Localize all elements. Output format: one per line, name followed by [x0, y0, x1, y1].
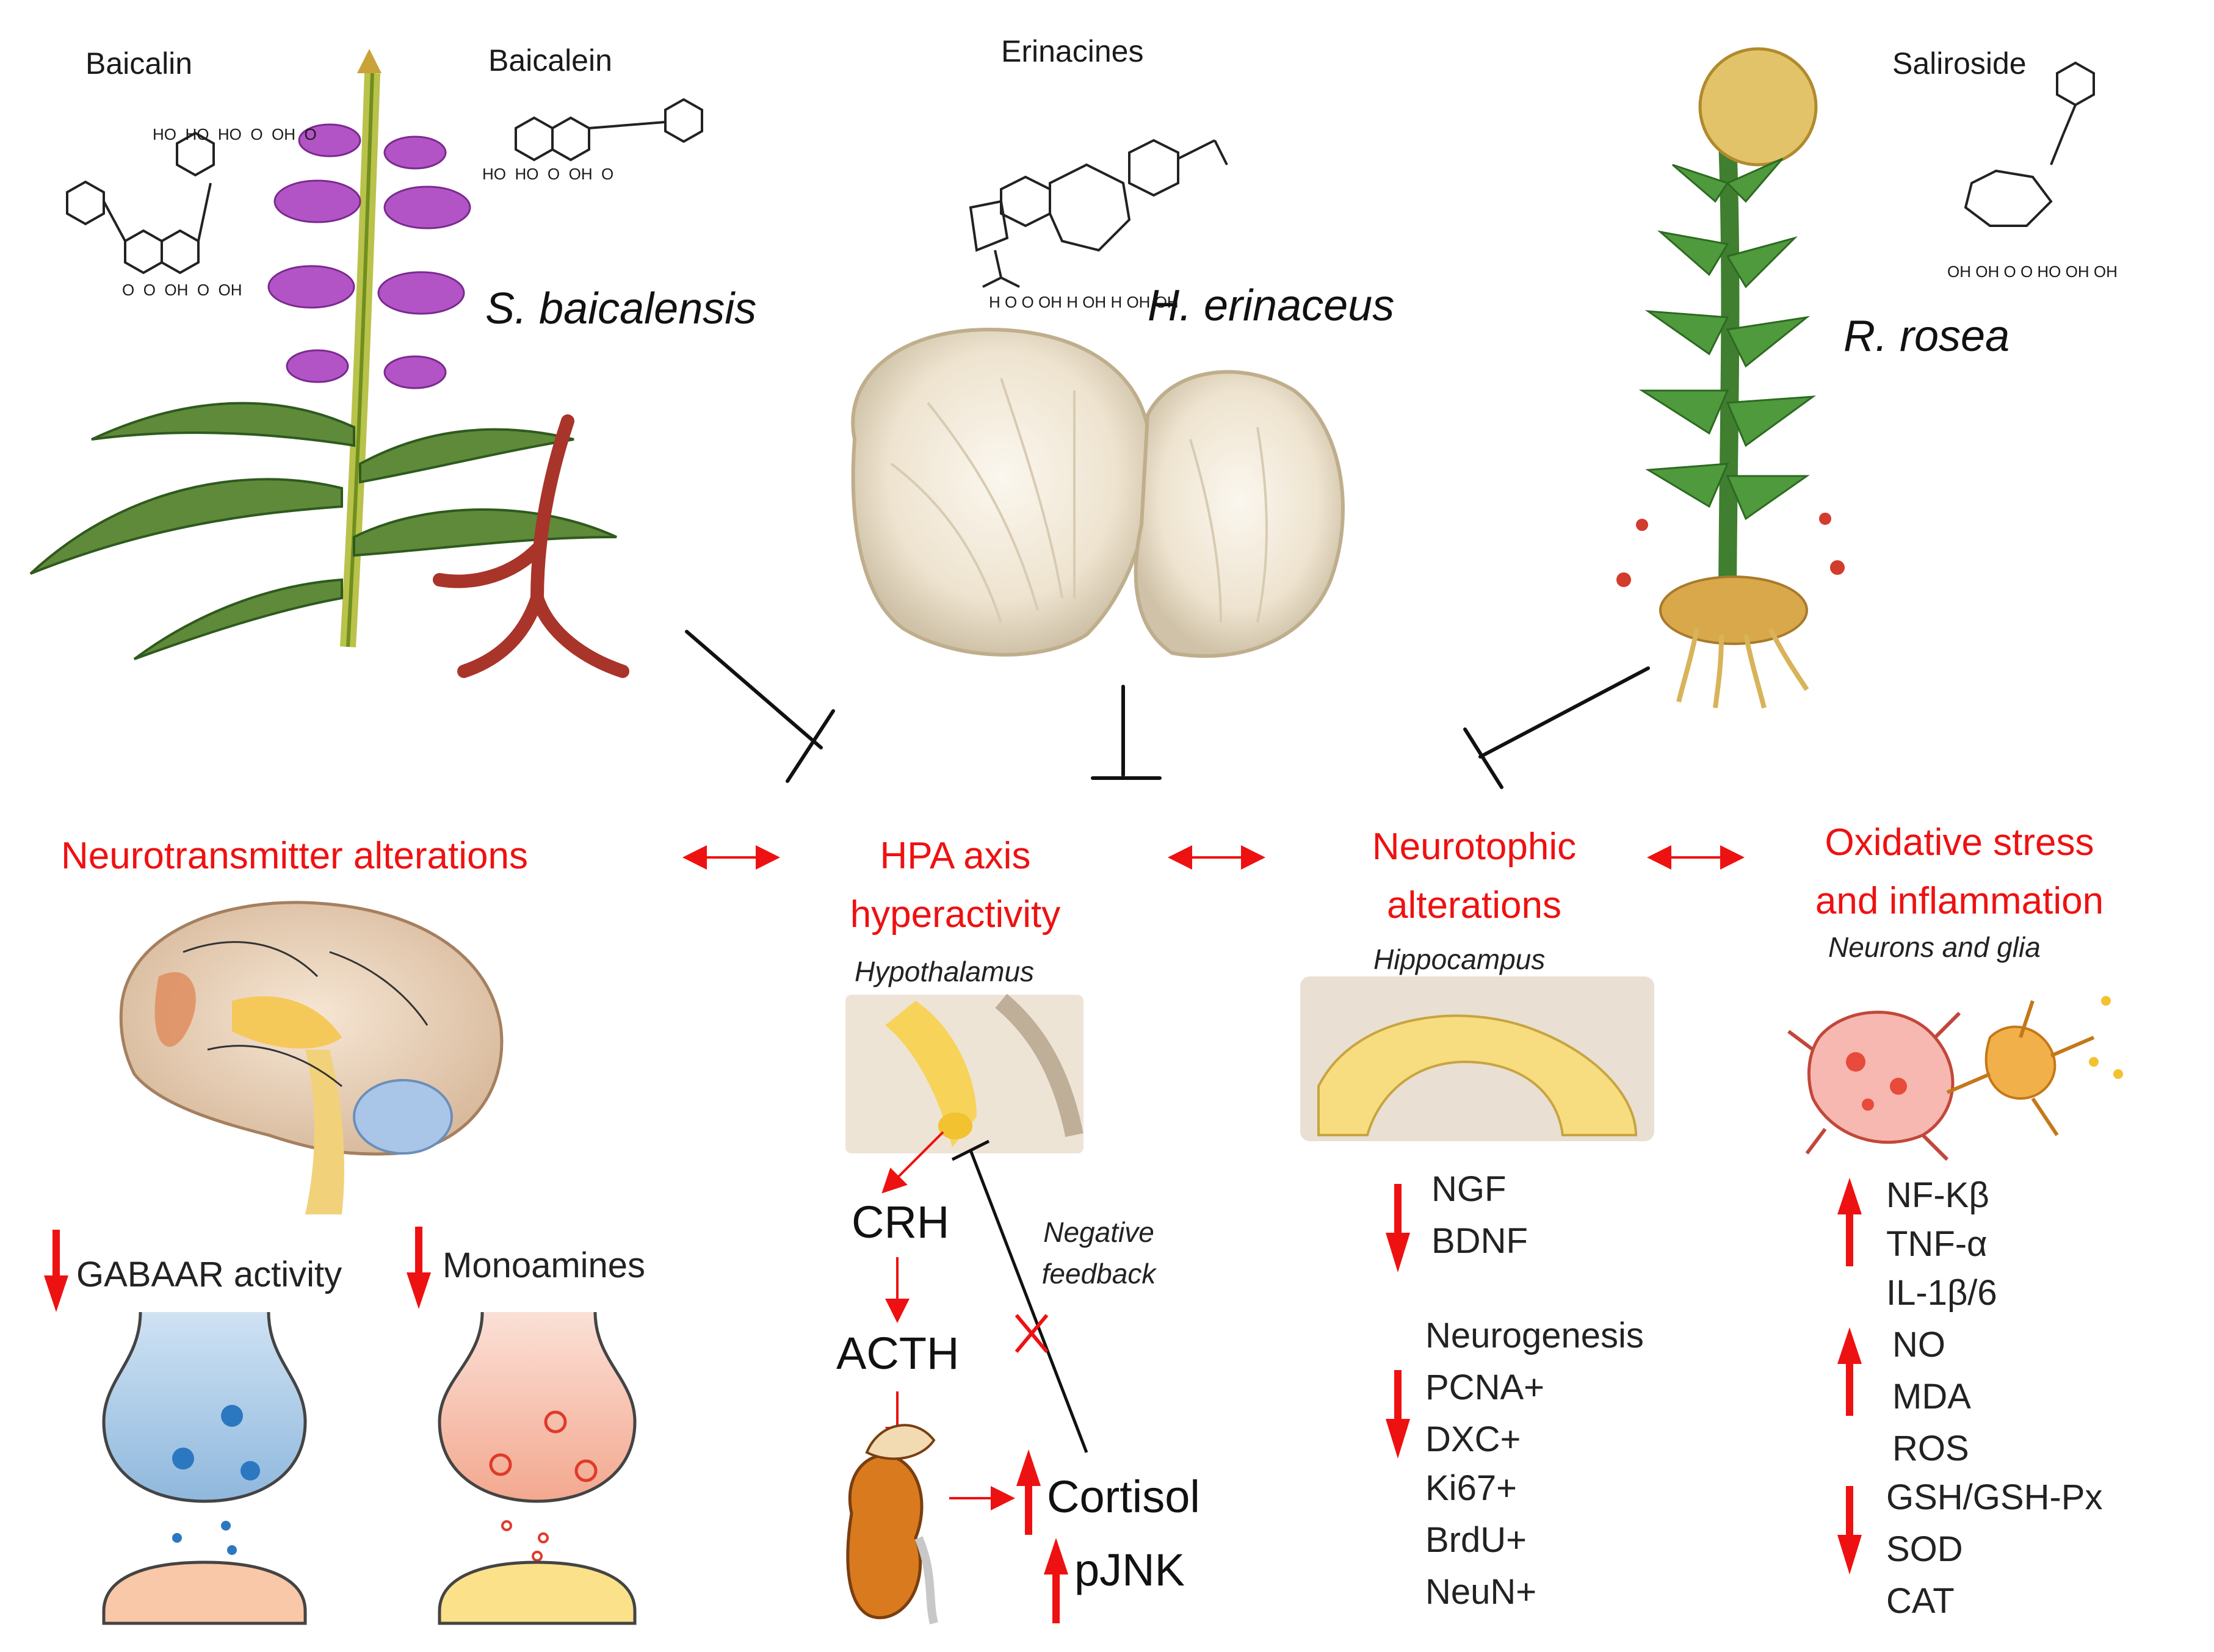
species-h-erinaceus: H. erinaceus: [1148, 281, 1395, 330]
down-arrows-neurotransmitter: [44, 1227, 431, 1312]
marker-il-1b-6: IL-1β/6: [1886, 1273, 1997, 1313]
marker-tnf-a: TNF-α: [1886, 1224, 1988, 1264]
marker-ki67: Ki67+: [1425, 1468, 1517, 1508]
marker-ros: ROS: [1892, 1429, 1969, 1468]
hippocampus-image: [1300, 976, 1654, 1141]
up-arrows-hpa: [1016, 1449, 1068, 1623]
region-hippocampus: Hippocampus: [1373, 943, 1546, 975]
adrenal-kidney-illustration: [846, 1424, 938, 1625]
marker-neun: NeuN+: [1425, 1572, 1537, 1612]
label-pjnk: pJNK: [1074, 1545, 1185, 1595]
marker-mda: MDA: [1892, 1377, 1971, 1416]
species-r-rosea: R. rosea: [1843, 312, 2010, 361]
gaba-synapse: [102, 1311, 307, 1625]
label-cortisol: Cortisol: [1047, 1471, 1200, 1522]
marker-brdu: BrdU+: [1425, 1520, 1527, 1560]
marker-pcna: PCNA+: [1425, 1368, 1545, 1407]
compound-baicalin: Baicalin: [85, 46, 193, 81]
label-gaba-activity: GABAAR activity: [76, 1255, 342, 1294]
baicalein-atoms: HO HO O OH O: [482, 165, 614, 183]
down-arrows-neurotrophic: [1386, 1184, 1410, 1459]
negative-feedback-line: [951, 1139, 1088, 1453]
label-acth: ACTH: [836, 1328, 960, 1379]
region-hypothalamus: Hypothalamus: [855, 956, 1035, 987]
compound-saliroside: Saliroside: [1892, 46, 2027, 81]
marker-sod: SOD: [1886, 1529, 1963, 1569]
title-neurotransmitter: Neurotransmitter alterations: [61, 835, 528, 877]
arrows-oxidative: [1837, 1178, 1862, 1574]
erinacines-atoms: H O O OH H OH H OH OH: [989, 293, 1179, 311]
compound-erinacines: Erinacines: [1001, 34, 1144, 68]
monoamine-synapse: [438, 1311, 637, 1625]
hypothalamus-image: [845, 994, 1083, 1153]
marker-nf-kb: NF-Kβ: [1886, 1175, 1989, 1215]
marker-ngf: NGF: [1431, 1169, 1507, 1209]
marker-no: NO: [1892, 1325, 1945, 1365]
baicalin-atoms: HO HO HO O OH O: [153, 125, 317, 143]
saliroside-atoms: OH OH O O HO OH OH: [1947, 262, 2118, 281]
r-rosea-illustration: [1616, 47, 1845, 709]
compound-baicalein: Baicalein: [488, 43, 612, 78]
feedback-cross-icon: [1015, 1314, 1049, 1353]
baicalin-atoms-lower: O O OH O OH: [122, 281, 242, 299]
label-neurogenesis: Neurogenesis: [1425, 1316, 1644, 1355]
neurons-glia-image: [1787, 996, 2123, 1161]
marker-bdnf: BDNF: [1431, 1221, 1528, 1261]
label-monoamines: Monoamines: [443, 1246, 646, 1285]
h-erinaceus-illustration: [851, 327, 1345, 658]
brain-illustration: [119, 901, 504, 1214]
chemical-structures: [66, 61, 2095, 288]
s-baicalensis-illustration: [29, 49, 629, 678]
marker-gsh: GSH/GSH-Px: [1886, 1477, 2103, 1517]
species-s-baicalensis: S. baicalensis: [485, 284, 757, 333]
marker-dxc: DXC+: [1425, 1419, 1521, 1459]
marker-cat: CAT: [1886, 1581, 1955, 1621]
label-crh: CRH: [852, 1197, 950, 1247]
region-neurons-glia: Neurons and glia: [1828, 931, 2041, 963]
hpa-arrows: [881, 1131, 1015, 1510]
inhibition-lines: [685, 630, 1650, 789]
